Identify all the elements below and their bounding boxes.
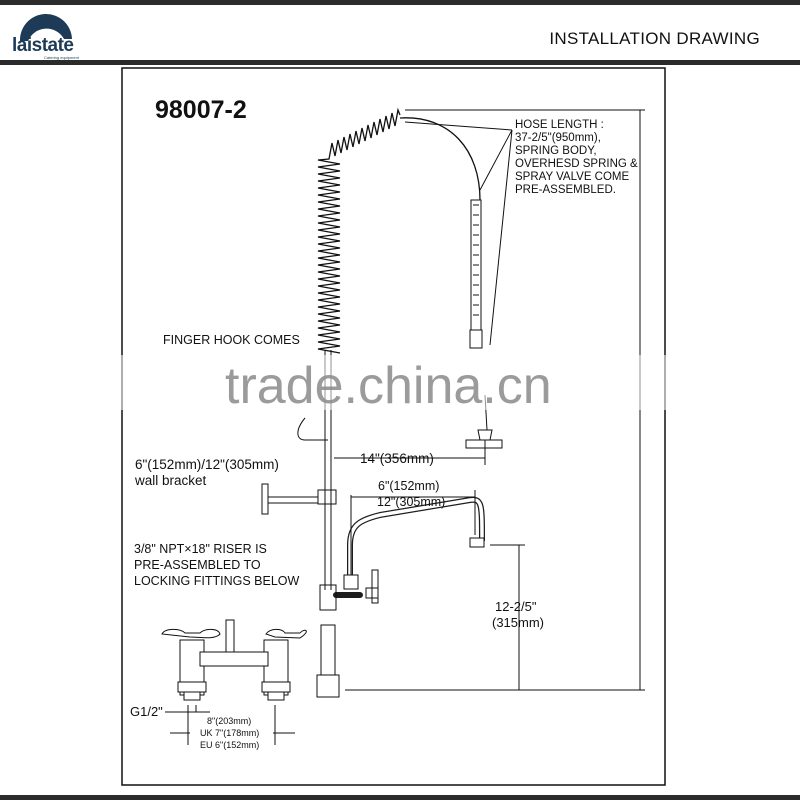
locking-fitting [316,674,340,698]
model-number: 98007-2 [155,96,247,124]
wall-bracket-arm [268,496,318,504]
valve-handle [365,569,379,604]
centers-uk: UK 7"(178mm) [200,728,259,738]
hose-note-line: PRE-ASSEMBLED. [515,184,616,196]
finger-hook [297,417,328,441]
spout-outlet [469,537,485,548]
hose-fitting [469,329,483,349]
deck-mount-faucet [161,619,307,701]
bracket-clamp [317,489,337,505]
spring-coil [317,107,401,354]
riser-base [319,584,337,611]
top-bar [0,0,800,5]
header: laistate Catering equipment INSTALLATION… [0,5,800,61]
spout-length-long: 12"(305mm) [377,495,445,509]
wall-bracket-size: 6"(152mm)/12"(305mm) [135,457,279,472]
logo-arc-icon [19,13,73,41]
overhead-hose [399,117,481,201]
offset-dimension: 14"(356mm) [360,451,434,466]
deck-dimension-lines [165,705,295,745]
brand-name: laistate [12,35,74,56]
spout-length-short: 6"(152mm) [378,479,439,493]
brand-tagline: Catering equipment [44,55,79,60]
hose-note-line: 37-2/5"(950mm), [515,132,601,144]
hose-note: HOSE LENGTH : 37-2/5"(950mm), SPRING BOD… [515,119,638,196]
spout-height-in: 12-2/5" [495,599,537,614]
spout-length-dimension-line [350,490,476,575]
watermark: trade.china.cn [225,357,552,415]
spout-height-mm: (315mm) [492,615,544,630]
thread-size: G1/2" [130,704,163,719]
bottom-bar [0,795,800,800]
hose-note-line: HOSE LENGTH : [515,119,604,131]
wall-bracket-label: wall bracket [134,473,207,488]
offset-dimension-line [334,440,486,465]
spout-base [343,574,359,590]
hose-note-leader-lines [404,121,513,346]
spout-height-dimension-line [345,544,525,691]
finger-hook-note: FINGER HOOK COMES [163,333,300,347]
watermark-band [110,355,680,410]
spray-hose-ribs [473,204,479,316]
centers-eu: EU 6"(152mm) [200,740,259,750]
centers-8: 8"(203mm) [207,716,251,726]
riser-note-line: PRE-ASSEMBLED TO [134,558,261,572]
riser-note-line: 3/8" NPT×18" RISER IS [134,542,267,556]
lower-riser-fitting [320,624,336,676]
hose-note-line: OVERHESD SPRING & [515,158,638,170]
brand-logo: laistate Catering equipment [10,13,90,61]
hose-note-line: SPRAY VALVE COME [515,171,630,183]
drawing-frame [121,67,666,786]
hose-note-line: SPRING BODY, [515,145,597,157]
riser-note-line: LOCKING FITTINGS BELOW [134,574,299,588]
spray-head [465,439,503,449]
wall-plate [261,483,269,515]
header-divider [0,60,800,65]
page-title: INSTALLATION DRAWING [549,29,760,48]
